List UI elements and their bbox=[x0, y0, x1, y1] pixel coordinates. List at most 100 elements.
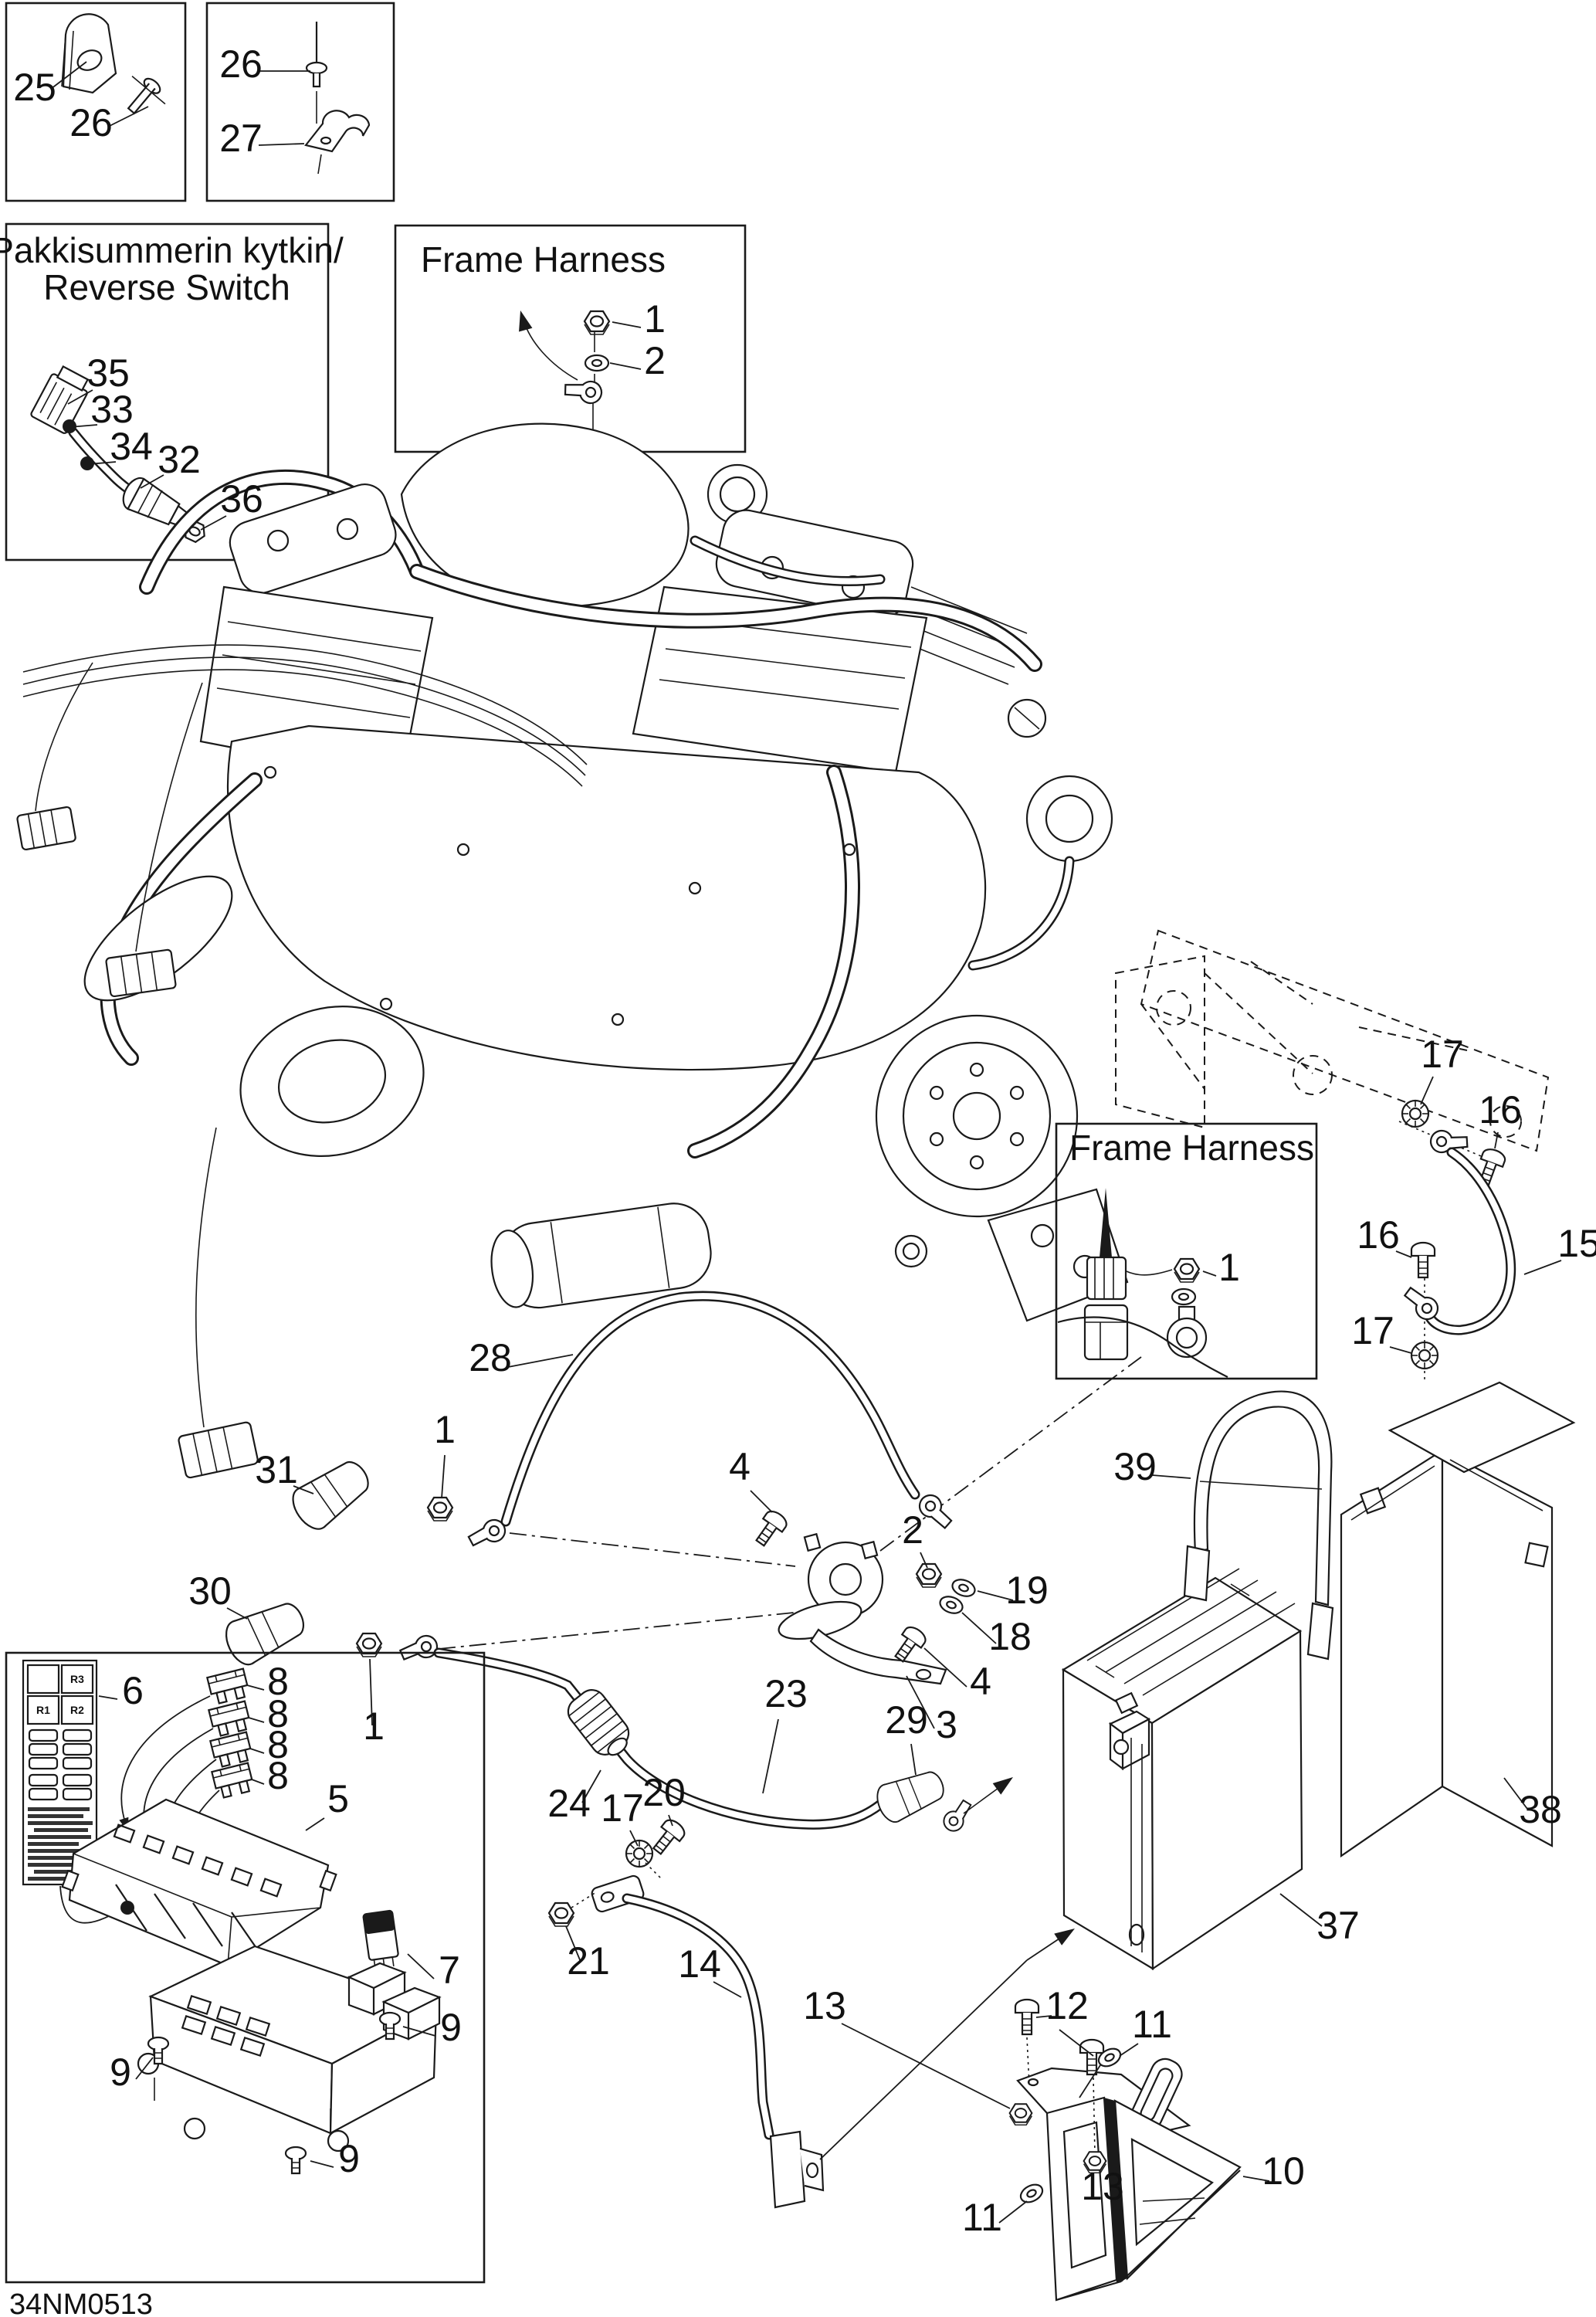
callout-2-10: 2 bbox=[644, 339, 666, 382]
callout-leader-13-22 bbox=[841, 2023, 1011, 2109]
callout-leader-18-34 bbox=[961, 1612, 997, 1644]
callout-leader-23-38 bbox=[762, 1718, 779, 1794]
callout-19-33: 19 bbox=[1005, 1569, 1049, 1612]
callout-8-45: 8 bbox=[267, 1660, 289, 1703]
callout-3-36: 3 bbox=[936, 1703, 957, 1746]
callout-leader-2-32 bbox=[920, 1552, 928, 1569]
relay-label-r3: R3 bbox=[70, 1673, 84, 1685]
callout-31-27: 31 bbox=[255, 1448, 298, 1491]
callout-27-3: 27 bbox=[219, 117, 263, 160]
callout-15-14: 15 bbox=[1557, 1222, 1596, 1265]
battery-cable-23 bbox=[433, 1647, 1018, 1836]
inset-frame-harness-top: Frame Harness bbox=[394, 224, 747, 453]
callout-leader-1-11 bbox=[1202, 1270, 1217, 1277]
callout-leader-37-19 bbox=[1279, 1893, 1323, 1927]
rivet-26 bbox=[127, 76, 166, 115]
callout-leader-3-36 bbox=[906, 1675, 935, 1729]
callout-39-17: 39 bbox=[1113, 1445, 1157, 1488]
reverse-switch-assembly bbox=[30, 365, 205, 544]
callout-28-26: 28 bbox=[469, 1336, 512, 1379]
callout-leader-33-5 bbox=[69, 424, 98, 428]
callout-leader-8-46 bbox=[248, 1717, 265, 1723]
callout-25-0: 25 bbox=[13, 66, 56, 109]
callout-38-18: 38 bbox=[1519, 1788, 1562, 1831]
starter-solenoid-cluster bbox=[219, 1291, 1142, 1685]
callout-1-28: 1 bbox=[434, 1408, 456, 1451]
callout-leader-12-20 bbox=[1059, 2029, 1094, 2057]
callout-16-15: 16 bbox=[1357, 1213, 1400, 1257]
callout-leader-15-14 bbox=[1523, 1260, 1562, 1275]
inset-rivet-clamp-box bbox=[205, 2, 395, 202]
reverse-switch-title-line2: Reverse Switch bbox=[43, 267, 290, 307]
callout-leader-36-8 bbox=[200, 515, 227, 531]
callout-13-22: 13 bbox=[803, 1984, 846, 2027]
callout-16-13: 16 bbox=[1479, 1088, 1522, 1131]
callout-leader-26-1 bbox=[107, 106, 149, 127]
callout-leader-20-41 bbox=[668, 1814, 673, 1827]
frame-harness-top-title: Frame Harness bbox=[421, 239, 666, 280]
callout-leader-25-0 bbox=[50, 61, 87, 90]
corrugated-sleeve-24 bbox=[567, 1689, 630, 1756]
callout-17-40: 17 bbox=[601, 1786, 644, 1830]
relay-label-r1: R1 bbox=[36, 1704, 50, 1716]
starter-motor bbox=[490, 1203, 712, 1309]
callout-8-46: 8 bbox=[267, 1692, 289, 1735]
callout-37-19: 37 bbox=[1316, 1904, 1360, 1947]
callout-leader-32-7 bbox=[140, 474, 164, 489]
inset-clamp-box bbox=[5, 2, 187, 202]
figure-code: 34NM0513 bbox=[9, 2288, 153, 2317]
callout-leader-4-35 bbox=[923, 1647, 967, 1688]
callout-23-38: 23 bbox=[764, 1672, 808, 1715]
callout-7-50: 7 bbox=[439, 1949, 460, 1992]
callout-leader-38-18 bbox=[1503, 1777, 1528, 1810]
frame-bracket-dashed bbox=[1115, 929, 1550, 1152]
fuse-box-cover-5 bbox=[61, 1798, 337, 1967]
callout-leader-9-52 bbox=[135, 2057, 154, 2080]
starter-post bbox=[1166, 1305, 1208, 1359]
fuse-box-cluster: R3 R1 R2 bbox=[5, 1651, 486, 2284]
callout-leader-8-47 bbox=[249, 1748, 265, 1754]
callout-29-39: 29 bbox=[885, 1698, 928, 1742]
callout-13-23: 13 bbox=[1081, 2165, 1124, 2208]
battery-37 bbox=[1061, 1568, 1303, 1971]
callout-leader-11-24 bbox=[998, 2200, 1028, 2224]
callout-leader-10-25 bbox=[1242, 2176, 1270, 2182]
callout-26-1: 26 bbox=[69, 101, 113, 144]
callout-leader-11-21 bbox=[1079, 2064, 1101, 2098]
fuse-legend-sticker: R3 R1 R2 bbox=[22, 1659, 123, 1924]
callout-leader-31-27 bbox=[293, 1485, 314, 1494]
callout-leader-7-50 bbox=[407, 1953, 435, 1979]
solenoid bbox=[778, 1532, 947, 1685]
callout-35-4: 35 bbox=[86, 351, 130, 395]
inset-frame-harness-right: Frame Harness bbox=[1055, 1122, 1318, 1380]
callout-11-24: 11 bbox=[962, 2196, 1002, 2239]
callout-leader-1-9 bbox=[612, 321, 642, 328]
wiring-harness-lines bbox=[22, 644, 588, 1428]
battery-cover-38 bbox=[1340, 1381, 1576, 1858]
callout-14-43: 14 bbox=[678, 1942, 721, 1986]
ground-cable-14 bbox=[547, 1815, 1079, 2209]
callout-24-37: 24 bbox=[547, 1782, 591, 1825]
callout-leader-17-40 bbox=[629, 1830, 639, 1847]
callout-leader-34-6 bbox=[87, 461, 117, 465]
frame-harness-right-title: Frame Harness bbox=[1069, 1128, 1314, 1168]
callout-2-32: 2 bbox=[902, 1508, 923, 1552]
callout-26-2: 26 bbox=[219, 42, 263, 86]
callout-leader-4-31 bbox=[750, 1490, 773, 1513]
callout-10-25: 10 bbox=[1262, 2149, 1305, 2193]
callout-11-21: 11 bbox=[1132, 2003, 1172, 2046]
harness-connector bbox=[1083, 1256, 1129, 1361]
relay-7 bbox=[362, 1909, 399, 1969]
callout-leader-2-10 bbox=[609, 362, 642, 370]
callout-9-51: 9 bbox=[440, 2006, 462, 2049]
callout-leader-19-33 bbox=[977, 1590, 1014, 1601]
callout-leader-11-21 bbox=[1119, 2043, 1139, 2057]
battery-tray-10 bbox=[1016, 2057, 1242, 2302]
battery-strap-39 bbox=[1183, 1390, 1334, 1661]
callout-leader-6-44 bbox=[98, 1695, 118, 1700]
callout-leader-16-15 bbox=[1395, 1250, 1412, 1258]
callout-30-29: 30 bbox=[188, 1569, 232, 1613]
callout-9-52: 9 bbox=[110, 2051, 131, 2094]
callout-20-41: 20 bbox=[642, 1771, 686, 1814]
fuse-box-base bbox=[137, 1945, 442, 2152]
